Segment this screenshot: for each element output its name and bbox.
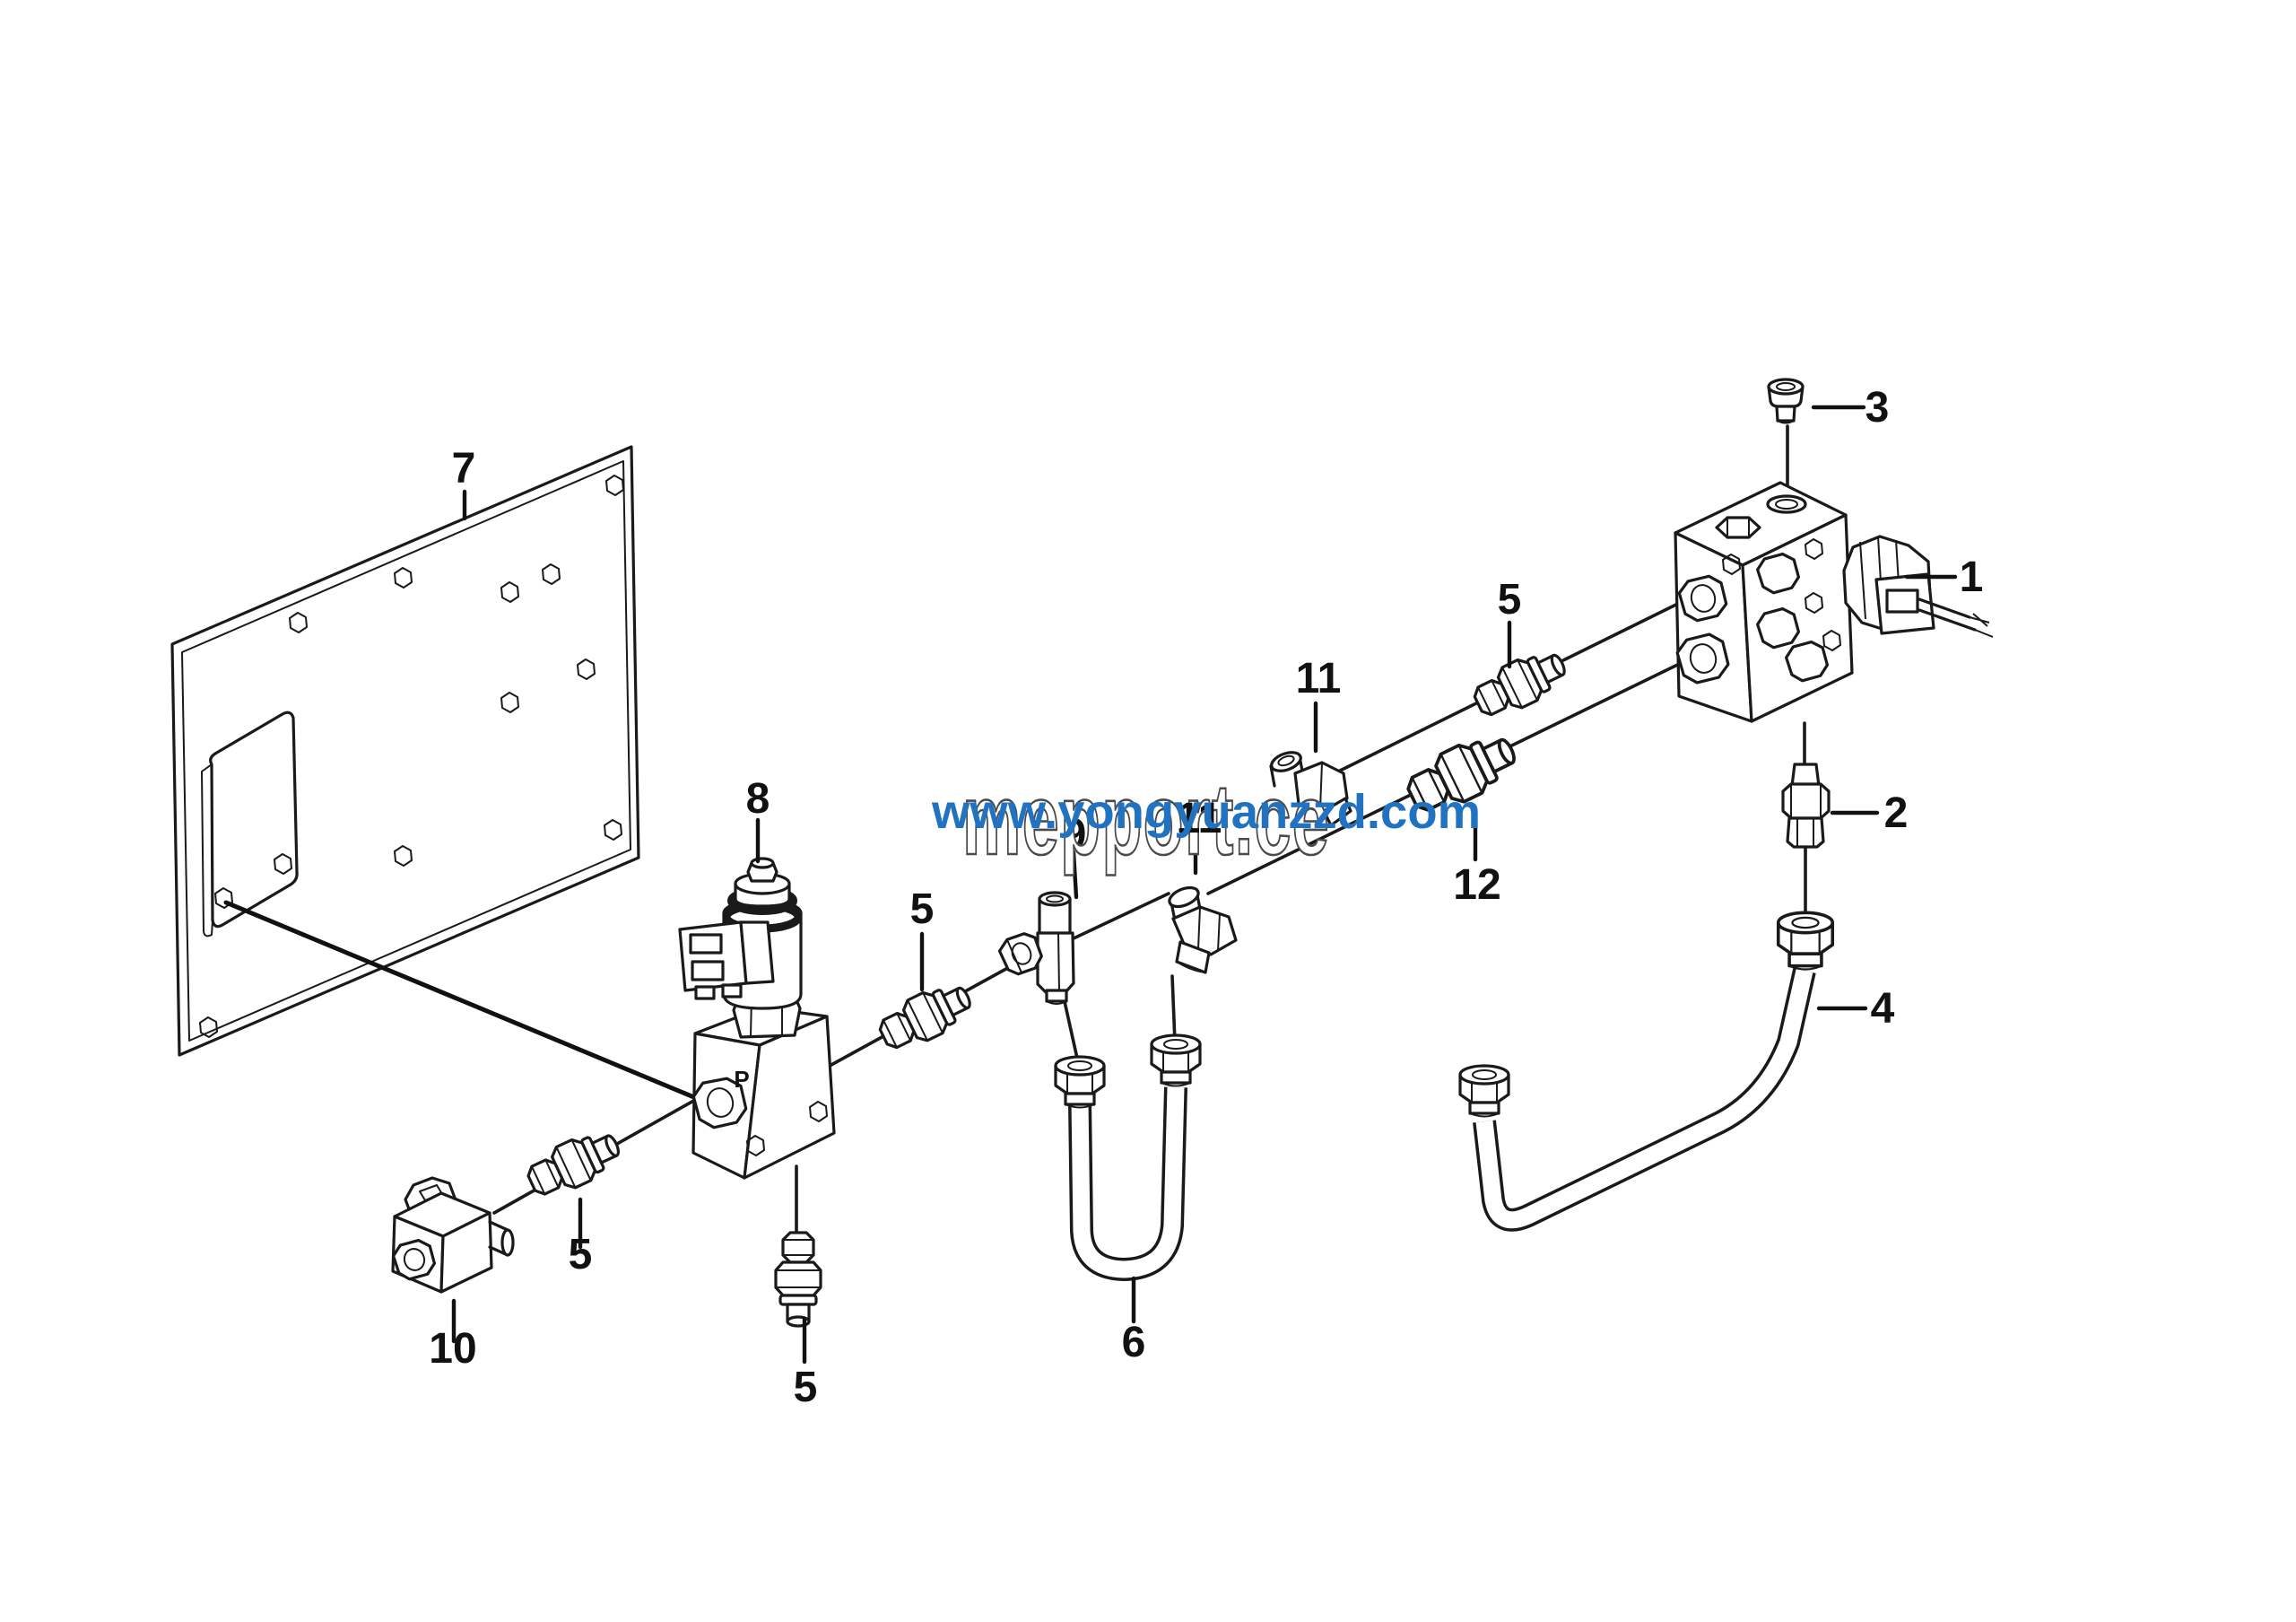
callout-labels: 7 3 1 5 11 2 12 4 5 8 9 6 5 10 5: [429, 384, 1983, 1411]
fitting-5c: [520, 1121, 628, 1206]
small-cover-plate: [201, 711, 299, 937]
callout-7: 7: [452, 445, 476, 493]
callout-2: 2: [1884, 789, 1909, 837]
watermark-url-text: www.yongyuanzzd.com: [931, 785, 1481, 839]
callout-5d: 5: [794, 1364, 818, 1411]
part-1-valve-block: [1674, 481, 1994, 723]
callout-8: 8: [746, 775, 770, 823]
fitting-5d: [774, 1231, 822, 1328]
part-10-tee-block: [391, 1176, 515, 1294]
part-11-elbow-lower: [1168, 885, 1238, 974]
part-3-plug: [1767, 378, 1805, 424]
part-11-elbow-upper: [1269, 751, 1352, 827]
callout-5a: 5: [1498, 576, 1522, 624]
callout-1: 1: [1960, 554, 1984, 601]
callout-5b: 5: [910, 885, 935, 933]
callout-10: 10: [429, 1325, 476, 1373]
coil-connector: [1842, 535, 1994, 638]
callout-11a: 11: [1296, 655, 1342, 702]
part-8-solenoid-valve: P: [678, 857, 836, 1180]
leader-lines: [451, 405, 1958, 1365]
callout-6: 6: [1122, 1319, 1146, 1366]
callout-9-hidden: 9: [1063, 811, 1087, 859]
part-4-pipe: [1458, 911, 1835, 1232]
port-letter: P: [734, 1066, 749, 1093]
callout-5c: 5: [569, 1231, 593, 1278]
fitting-5b: [872, 974, 979, 1059]
part-2-union-fitting: [1781, 763, 1831, 849]
part-9-tee-fitting: [997, 891, 1075, 1005]
callout-12: 12: [1453, 861, 1500, 909]
fitting-5a: [1466, 641, 1574, 726]
callout-11b: 11: [1177, 795, 1222, 842]
part-7-mounting-plate: [170, 445, 640, 1057]
part-6-u-pipe: [1054, 1033, 1202, 1281]
callout-4: 4: [1871, 985, 1895, 1033]
callout-3: 3: [1866, 384, 1890, 432]
watermark-outline-text: mepport.ce: [962, 763, 1330, 876]
